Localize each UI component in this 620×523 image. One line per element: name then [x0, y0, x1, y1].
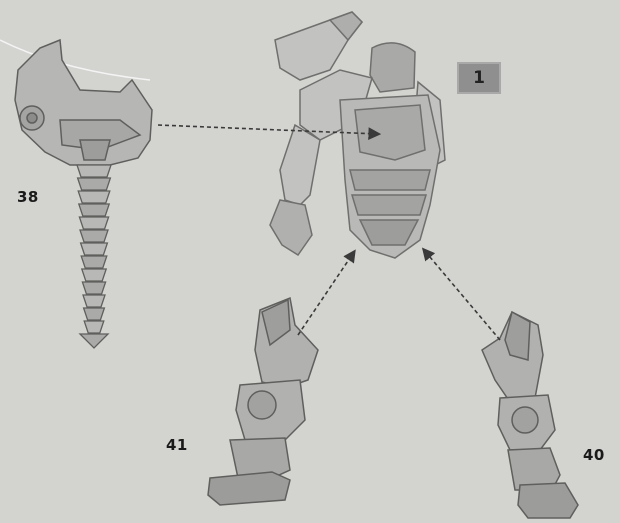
assembly-arrows [158, 125, 500, 340]
tail-segment [84, 308, 105, 320]
tail-segment [81, 243, 108, 255]
tail-segment [78, 191, 110, 203]
part-40-left-leg [482, 312, 578, 518]
step-number-badge: 1 [457, 62, 501, 94]
part-label-41: 41 [166, 436, 188, 454]
arrow-40-to-hip [424, 250, 500, 340]
tail-segment [83, 295, 105, 307]
figure-torso [270, 12, 445, 258]
part-38-tail [77, 165, 111, 348]
arrow-41-to-hip [298, 252, 354, 335]
step-number: 1 [473, 68, 485, 88]
part-38-back-armor [15, 40, 152, 165]
tail-segment [79, 204, 109, 216]
tail-tip [80, 334, 108, 348]
part-41-right-leg [208, 298, 318, 505]
tail-segment [82, 282, 105, 294]
tail-segment [78, 178, 111, 190]
tail-segment [80, 230, 108, 242]
tail-segment [79, 217, 108, 229]
part-label-40: 40 [583, 446, 605, 464]
part-label-38: 38 [17, 188, 39, 206]
tail-segment [77, 165, 111, 177]
tail-segment [84, 321, 104, 333]
tail-segment [82, 269, 106, 281]
tail-segment [81, 256, 107, 268]
